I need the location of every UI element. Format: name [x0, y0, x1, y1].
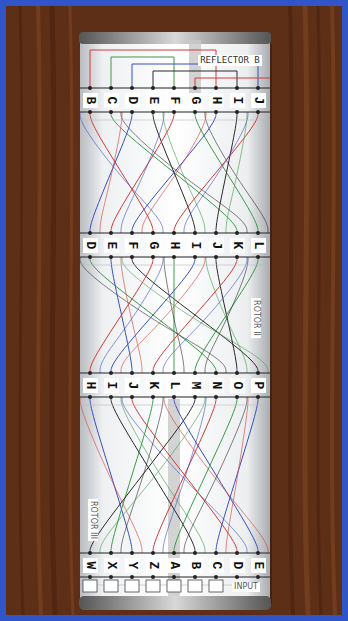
contact-letter: B [83, 93, 98, 108]
contact-letter: A [167, 558, 182, 573]
contact-letter: J [125, 378, 140, 393]
contact-letter: D [83, 238, 98, 253]
contact-letter: D [125, 93, 140, 108]
contact-letter: F [125, 238, 140, 253]
contact-letter: I [188, 238, 203, 253]
contact-letter: E [146, 93, 161, 108]
contact-letter: C [104, 93, 119, 108]
contact-letter: Y [125, 558, 140, 573]
contact-letter: G [146, 238, 161, 253]
contact-letter: I [230, 93, 245, 108]
part-name: ROTOR III [88, 499, 98, 541]
contact-letter: G [188, 93, 203, 108]
contact-letter: H [167, 238, 182, 253]
contact-letter: I [104, 378, 119, 393]
contact-letter: L [167, 378, 182, 393]
contact-letter: E [251, 558, 266, 573]
contact-letter: C [209, 558, 224, 573]
contact-letter: L [251, 238, 266, 253]
contact-letter: D [230, 558, 245, 573]
part-name: REFLECTOR B [198, 55, 262, 66]
contact-letter: P [251, 378, 266, 393]
contact-letter: K [146, 378, 161, 393]
contact-letter: X [104, 558, 119, 573]
contact-letter: H [209, 93, 224, 108]
contact-letter: J [251, 93, 266, 108]
contact-letter: B [188, 558, 203, 573]
contact-letter: F [167, 93, 182, 108]
contact-letter: W [83, 558, 98, 573]
contact-letter: N [209, 378, 224, 393]
contact-letter: K [230, 238, 245, 253]
contact-letter: E [104, 238, 119, 253]
contact-letter: M [188, 378, 203, 393]
contact-letter: O [230, 378, 245, 393]
part-name: ROTOR II [251, 298, 261, 338]
contact-letter: H [83, 378, 98, 393]
contact-letter: Z [146, 558, 161, 573]
contact-letter: J [209, 238, 224, 253]
part-name: INPUT [232, 582, 260, 592]
